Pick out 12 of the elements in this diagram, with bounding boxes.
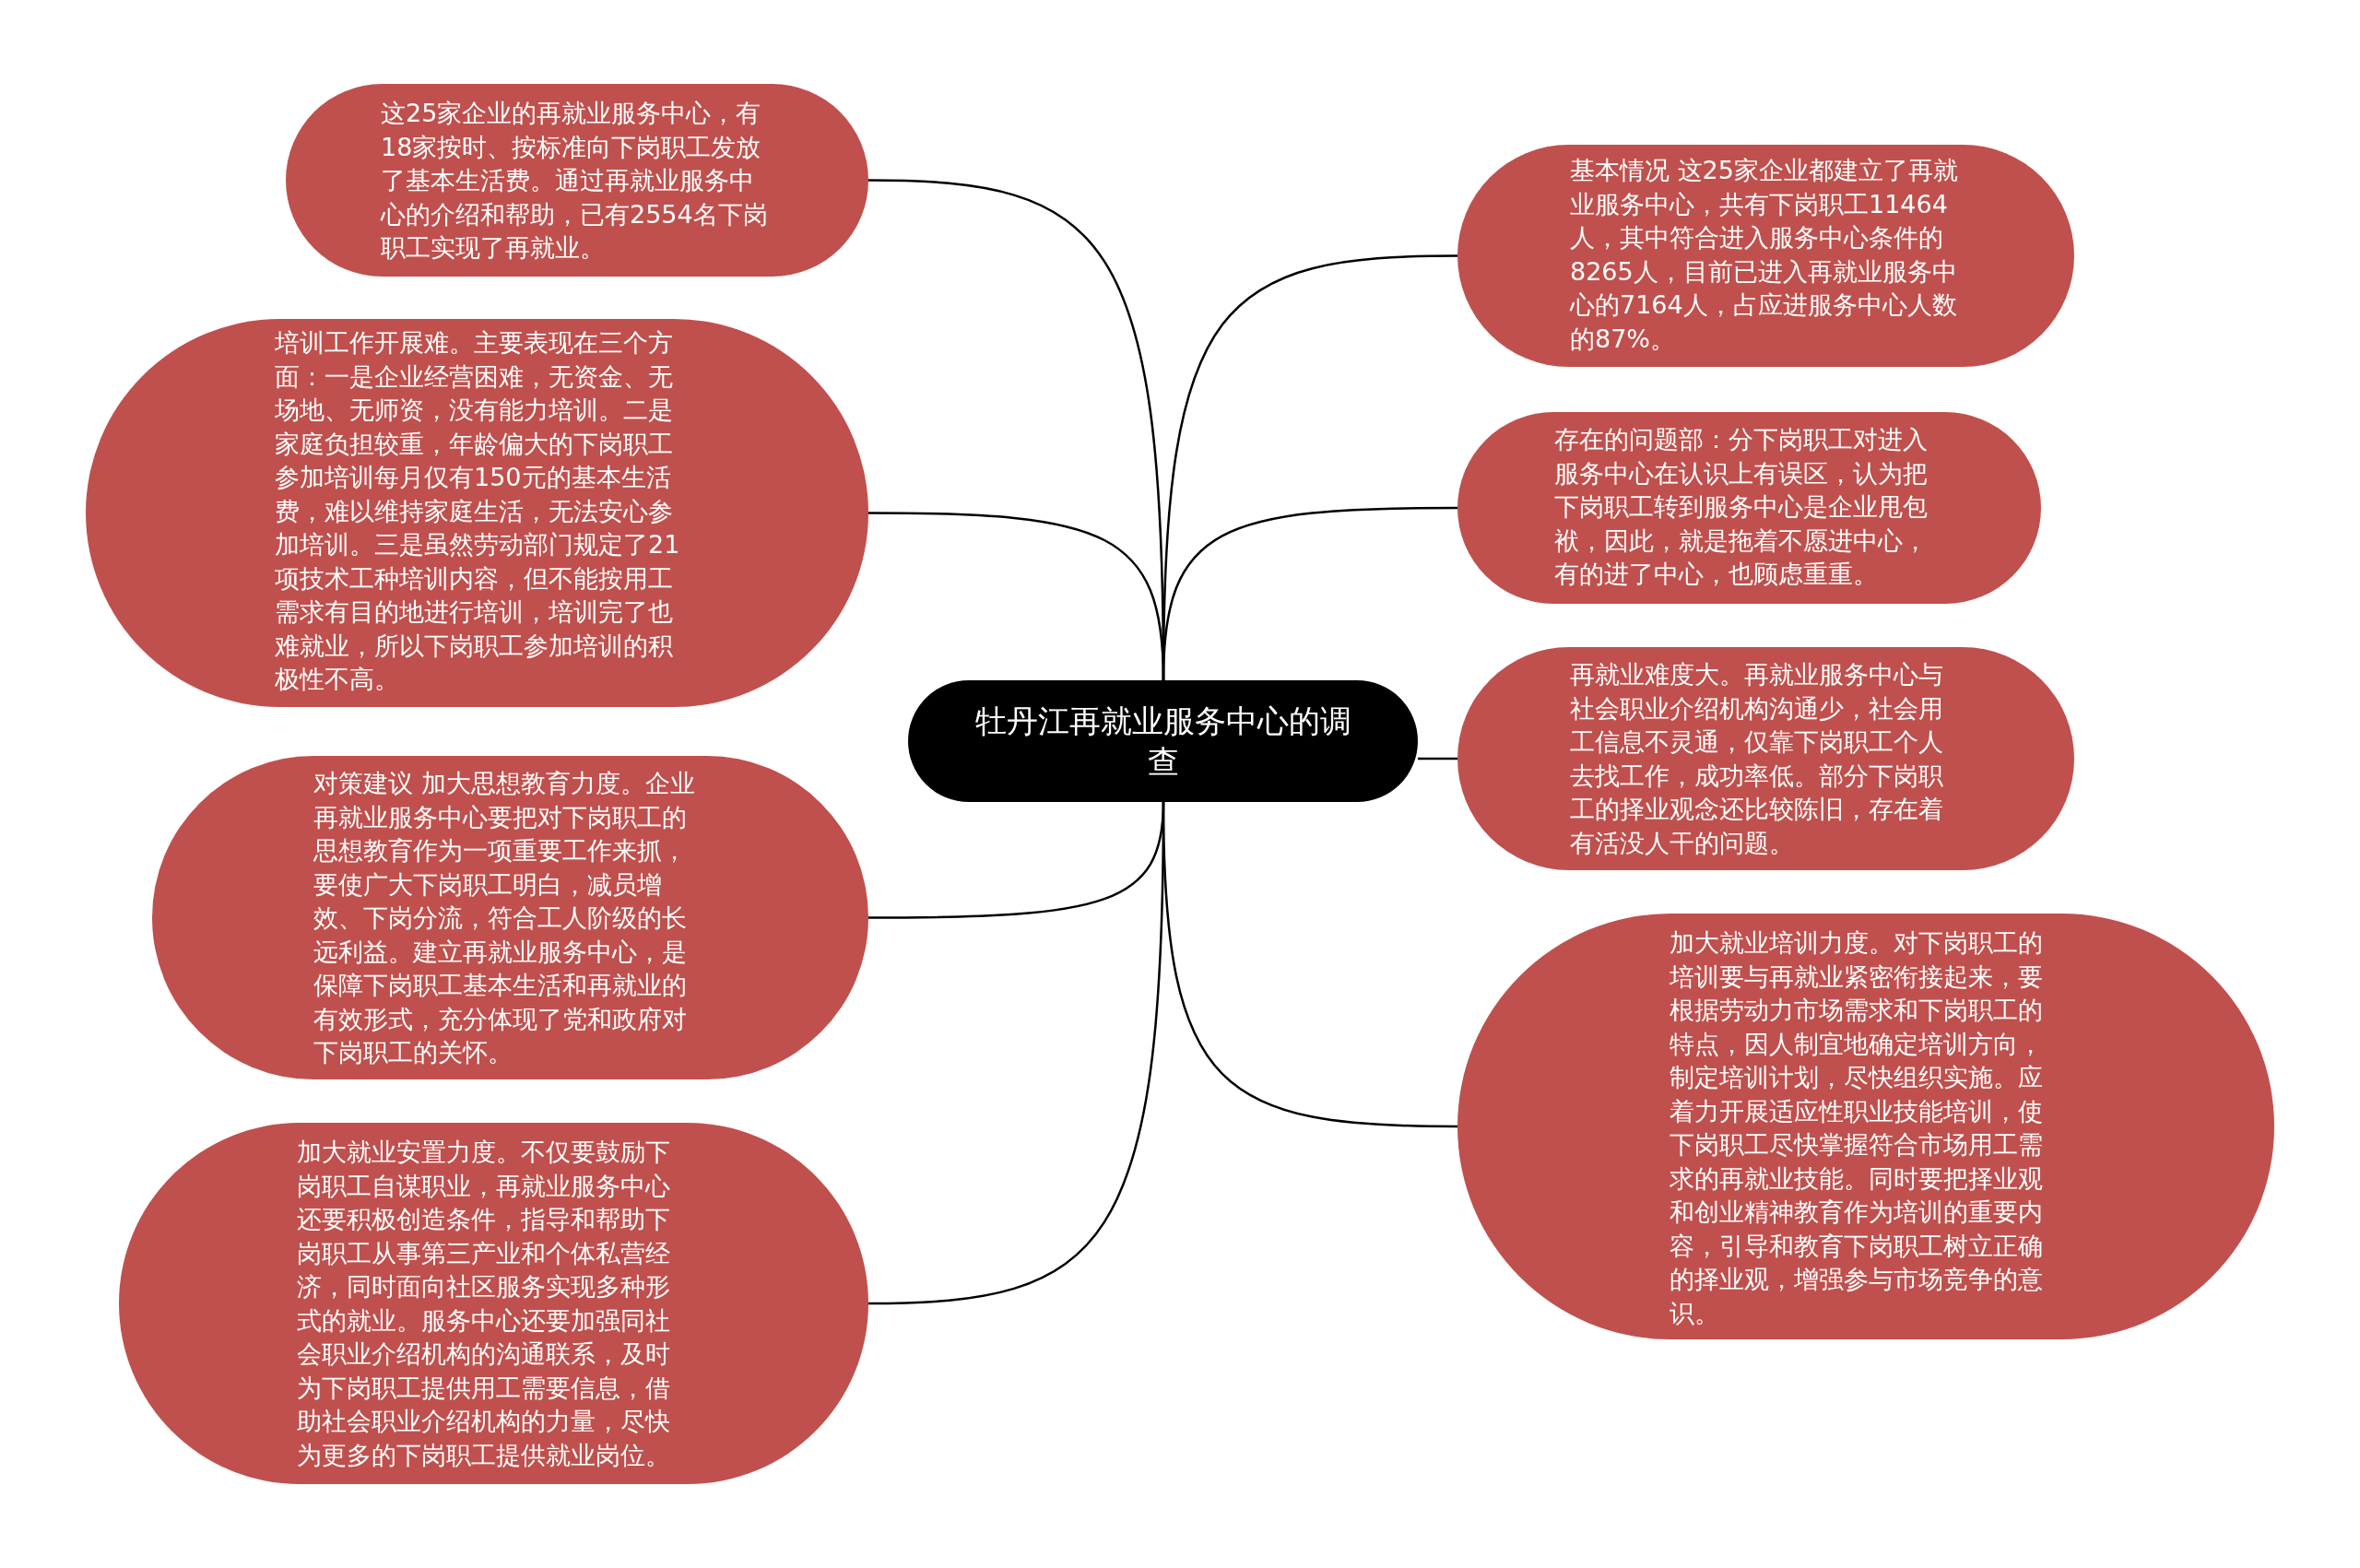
- topic-text: 加大就业安置力度。不仅要鼓励下岗职工自谋职业，再就业服务中心还要积极创造条件，指导和帮助下岗职工从事第三产业和个体私营经济，同时面向社区服务实现多种形式的就业。服务中心还要加强同社会职业介绍机构的沟通联系，及时为下岗职工提供用工需要信息，借助社会职业介绍机构的力量，尽快为更多的下岗职工提供就业岗位。: [297, 1137, 671, 1471]
- topic-text: 这25家企业的再就业服务中心，有18家按时、按标准向下岗职工发放了基本生活费。通过再就业服务中心的介绍和帮助，已有2554名下岗职工实现了再就业。: [381, 98, 769, 264]
- topic-text: 基本情况 这25家企业都建立了再就业服务中心，共有下岗职工11464人，其中符合进入服务中心条件的8265人，目前已进入再就业服务中心的7164人，占应进服务中心人数的87%。: [1570, 155, 1959, 355]
- topic-text: 对策建议 加大思想教育力度。企业再就业服务中心要把对下岗职工的思想教育作为一项重要工作来抓，要使广大下岗职工明白，减员增效、下岗分流，符合工人阶级的长远利益。建立再就业服务中心，是保障下岗职工基本生活和再就业的有效形式，充分体现了党和政府对下岗职工的关怀。: [313, 768, 696, 1068]
- connector-line: [1418, 757, 1457, 760]
- topic-text: 加大就业培训力度。对下岗职工的培训要与再就业紧密衔接起来，要根据劳动力市场需求和下岗职工的特点，因人制宜地确定培训方向，制定培训计划，尽快组织实施。应着力开展适应性职业技能培训，使下岗职工尽快掌握符合市场用工需求的再就业技能。同时要把择业观和创业精神教育作为培训的重要内容，引导和教育下岗职工树立正确的择业观，增强参与市场竞争的意识。: [1670, 927, 2044, 1329]
- connector-line: [1162, 506, 1457, 681]
- topic-text: 存在的问题部：分下岗职工对进入服务中心在认识上有误区，认为把下岗职工转到服务中心是企业甩包袱，因此，就是拖着不愿进中心，有的进了中心，也顾虑重重。: [1554, 424, 1929, 590]
- connector-line: [1162, 801, 1457, 1128]
- topic-text: 再就业难度大。再就业服务中心与社会职业介绍机构沟通少，社会用工信息不灵通，仅靠下岗职工个人去找工作，成功率低。部分下岗职工的择业观念还比较陈旧，存在着有活没人干的问题。: [1570, 659, 1944, 859]
- central-topic-text: 牡丹江再就业服务中心的调查: [974, 701, 1352, 782]
- topic-text: 培训工作开展难。主要表现在三个方面：一是企业经营困难，无资金、无场地、无师资，没有能力培训。二是家庭负担较重，年龄偏大的下岗职工参加培训每月仅有150元的基本生活费，难以维持家庭生活，无法安心参加培训。三是虽然劳动部门规定了21项技术工种培训内容，但不能按用工需求有目的地进行培训，培训完了也难就业，所以下岗职工参加培训的积极性不高。: [275, 327, 681, 695]
